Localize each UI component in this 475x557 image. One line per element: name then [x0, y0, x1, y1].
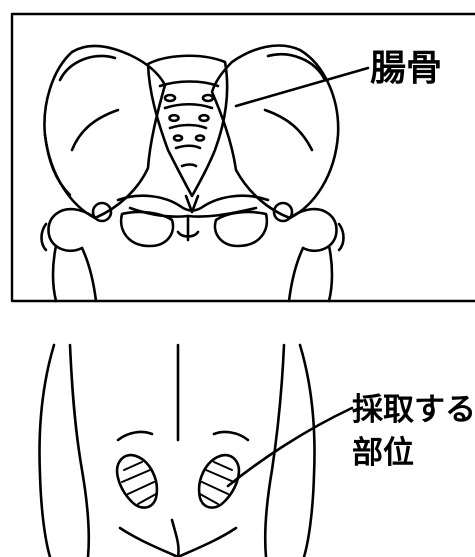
site-label-line2: 部位 — [352, 435, 414, 471]
site-label-line1: 採取する — [352, 392, 475, 428]
pelvis-illustration — [42, 46, 369, 301]
harvest-site-left — [117, 455, 157, 507]
back-illustration — [40, 345, 352, 557]
site-leader-line — [228, 408, 352, 486]
ilium-label: 腸骨 — [370, 48, 442, 89]
pelvis-leader-line — [236, 68, 368, 106]
